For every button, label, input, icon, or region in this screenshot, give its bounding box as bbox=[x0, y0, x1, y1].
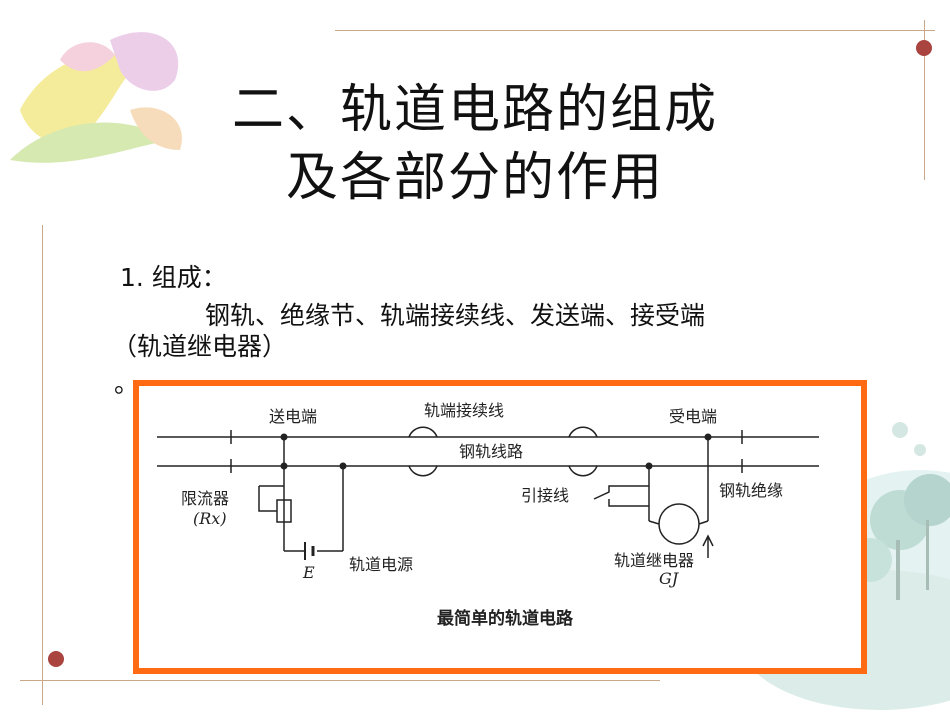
label-relay: 轨道继电器 bbox=[614, 551, 694, 570]
decor-dot-right bbox=[916, 40, 932, 56]
rail-joint-wire bbox=[408, 426, 438, 438]
label-limiter-symbol: (Rx) bbox=[193, 509, 227, 528]
track-circuit-diagram: 送电端 轨端接续线 受电端 钢轨线路 限流器 (Rx) 引接线 钢轨绝缘 轨道电… bbox=[133, 380, 867, 674]
label-lead-wire: 引接线 bbox=[521, 486, 569, 505]
lead-wire-bracket bbox=[593, 485, 649, 507]
diagram-caption: 最简单的轨道电路 bbox=[437, 608, 574, 629]
rail-joint-wire bbox=[568, 426, 598, 438]
label-limiter: 限流器 bbox=[181, 489, 229, 508]
section-heading: 1. 组成： bbox=[120, 263, 227, 292]
label-rail-insulation: 钢轨绝缘 bbox=[719, 481, 783, 500]
label-send-end: 送电端 bbox=[269, 407, 317, 426]
relay-pointer-arrow bbox=[702, 534, 714, 547]
components-text-cont: （轨道继电器） bbox=[112, 332, 288, 361]
label-relay-symbol: GJ bbox=[659, 569, 680, 588]
label-power-symbol: E bbox=[302, 563, 315, 582]
decor-line-bottom bbox=[20, 680, 660, 681]
limiter-arrow bbox=[258, 485, 284, 512]
decor-line-top bbox=[335, 30, 935, 31]
rail-joint-wire bbox=[408, 465, 438, 477]
decor-line-right bbox=[924, 20, 925, 180]
rail-joint-wire bbox=[568, 465, 598, 477]
decor-dot-left bbox=[48, 651, 64, 667]
track-circuit-schematic: 送电端 轨端接续线 受电端 钢轨线路 限流器 (Rx) 引接线 钢轨绝缘 轨道电… bbox=[157, 401, 819, 629]
label-power: 轨道电源 bbox=[349, 555, 413, 574]
components-text: 钢轨、绝缘节、轨端接续线、发送端、接受端 bbox=[205, 301, 706, 330]
label-receive-end: 受电端 bbox=[669, 407, 717, 426]
junction-dots bbox=[280, 433, 712, 470]
decor-line-left bbox=[42, 225, 43, 705]
relay-symbol bbox=[658, 503, 700, 545]
slide-title-line2: 及各部分的作用 bbox=[285, 148, 664, 208]
label-rail-line: 钢轨线路 bbox=[459, 442, 523, 461]
label-rail-joint-wire: 轨端接续线 bbox=[424, 401, 504, 420]
slide-title-line1: 二、轨道电路的组成 bbox=[231, 80, 718, 140]
decorative-logo bbox=[10, 32, 182, 163]
